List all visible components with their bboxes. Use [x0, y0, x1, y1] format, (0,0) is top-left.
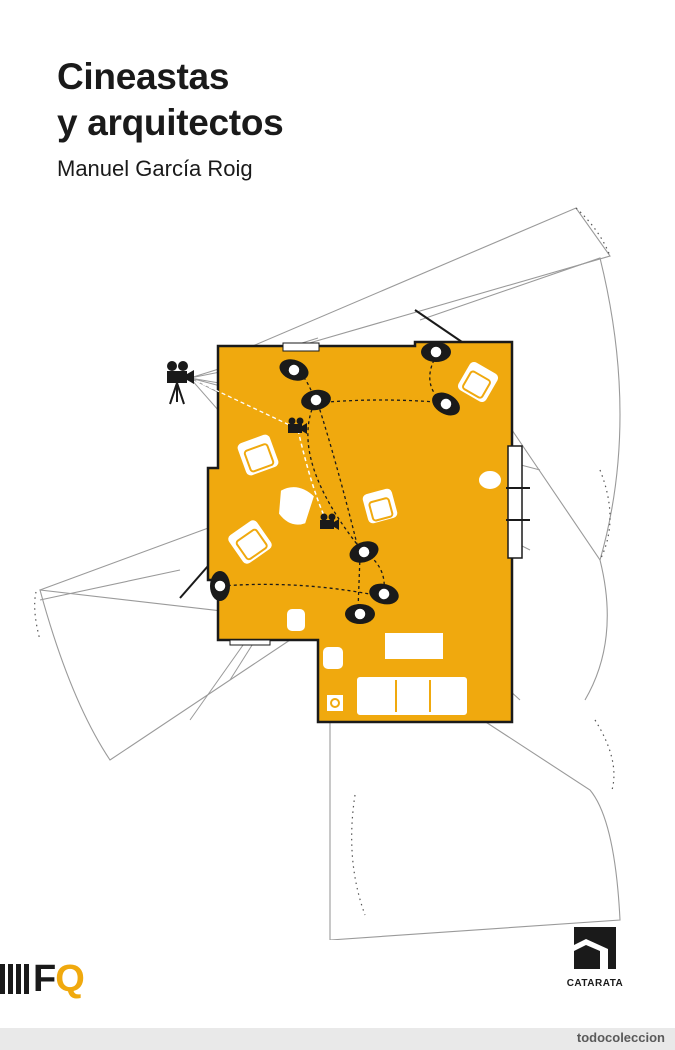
series-logo-letter-f: F [33, 958, 56, 1000]
actor-figure-icon [210, 571, 230, 601]
series-logo-text: FQ [33, 958, 85, 1000]
stool-icon [321, 645, 345, 671]
actor-figure-icon [345, 604, 375, 624]
catarata-logo-icon [574, 927, 616, 969]
title-line-1: Cineastas [57, 56, 230, 97]
lamp-icon [477, 469, 503, 491]
speaker-icon [325, 693, 345, 713]
furniture [226, 359, 503, 717]
title-line-2: y arquitectos [57, 102, 284, 143]
actor-figure-icon [279, 359, 309, 381]
stool-icon [285, 607, 307, 633]
armchair-icon [235, 432, 281, 478]
coffee-table-icon [383, 631, 445, 661]
actors [210, 342, 460, 624]
floorplan-illustration [34, 207, 621, 940]
sofa-icon [355, 675, 469, 717]
actor-figure-icon [421, 342, 451, 362]
actor-figure-icon [369, 583, 399, 605]
actor-figure-icon [301, 389, 331, 411]
armchair-icon [360, 486, 400, 526]
publisher-name: CATARATA [566, 978, 624, 989]
armchair-icon [455, 359, 501, 405]
series-logo-letter-q: Q [55, 958, 85, 1000]
watermark-bar: todocoleccion [0, 1028, 675, 1050]
book-title: Cineastas y arquitectos [57, 54, 284, 146]
actor-figure-icon [349, 541, 379, 563]
film-camera-icon [167, 361, 194, 405]
armchair-icon [226, 518, 274, 566]
watermark-text: todocoleccion [576, 1030, 665, 1045]
film-camera-icon [288, 417, 307, 434]
actor-figure-icon [432, 392, 460, 416]
camera-dolly-path [189, 377, 301, 431]
floorplan-room [179, 309, 530, 724]
film-camera-icon [320, 513, 339, 530]
pouf-icon [276, 485, 317, 527]
publisher-logo: CATARATA [560, 925, 630, 989]
series-logo-bars [0, 964, 29, 994]
author-name: Manuel García Roig [57, 156, 253, 181]
camera-view-sectors [39, 207, 621, 940]
series-logo: FQ [0, 958, 85, 1000]
